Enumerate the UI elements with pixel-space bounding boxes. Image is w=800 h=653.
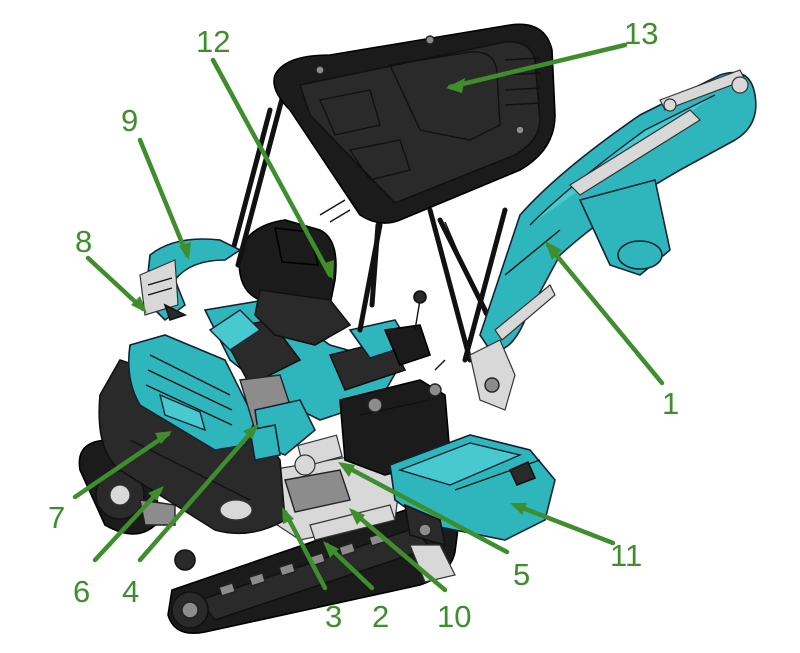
leader-5-tip <box>338 462 355 477</box>
hydraulic-tank <box>339 379 451 476</box>
control-valve <box>328 290 446 391</box>
upper-structure <box>203 299 402 476</box>
callout-10: 10 <box>437 599 471 634</box>
callout-labels: 13 12 1 9 8 7 6 4 3 2 10 5 11 <box>48 16 679 634</box>
leader-10-tip <box>349 508 365 525</box>
leader-1 <box>545 242 665 386</box>
side-cover <box>139 238 242 322</box>
leader-12 <box>210 57 333 278</box>
leader-1-tip <box>545 241 562 260</box>
leader-4-tip <box>243 424 259 439</box>
leader-6-tip <box>148 486 164 501</box>
callout-6: 6 <box>73 574 90 609</box>
leader-3-tip <box>282 507 294 524</box>
leader-11 <box>512 502 616 546</box>
callout-13: 13 <box>624 16 658 51</box>
leader-9-tip <box>179 242 191 260</box>
callout-11: 11 <box>610 538 642 573</box>
leader-6 <box>92 487 163 563</box>
callout-5: 5 <box>513 557 530 592</box>
callout-12: 12 <box>196 24 230 59</box>
callout-8: 8 <box>75 224 92 259</box>
leader-4 <box>137 425 258 563</box>
excavator-illustration <box>78 23 757 634</box>
leader-7 <box>72 431 171 500</box>
leader-9 <box>137 137 190 258</box>
callout-1: 1 <box>662 386 679 421</box>
callout-3: 3 <box>325 599 342 634</box>
leader-7-tip <box>155 431 172 444</box>
callout-7: 7 <box>48 500 65 535</box>
engine-hood <box>127 334 256 451</box>
boom <box>469 69 757 411</box>
callout-leaders <box>72 42 665 593</box>
leader-8 <box>85 255 146 312</box>
leader-10 <box>350 509 448 593</box>
callout-9: 9 <box>121 103 138 138</box>
leader-13-tip <box>446 78 465 93</box>
callout-2: 2 <box>372 599 389 634</box>
callout-4: 4 <box>122 574 139 609</box>
leader-11-tip <box>510 503 527 515</box>
canopy-roof <box>273 23 556 224</box>
leader-3 <box>282 509 328 591</box>
leader-8-tip <box>131 296 147 313</box>
leader-5 <box>340 462 510 555</box>
leader-12-tip <box>322 260 334 280</box>
leader-2-tip <box>323 541 339 558</box>
leader-13 <box>447 42 628 90</box>
